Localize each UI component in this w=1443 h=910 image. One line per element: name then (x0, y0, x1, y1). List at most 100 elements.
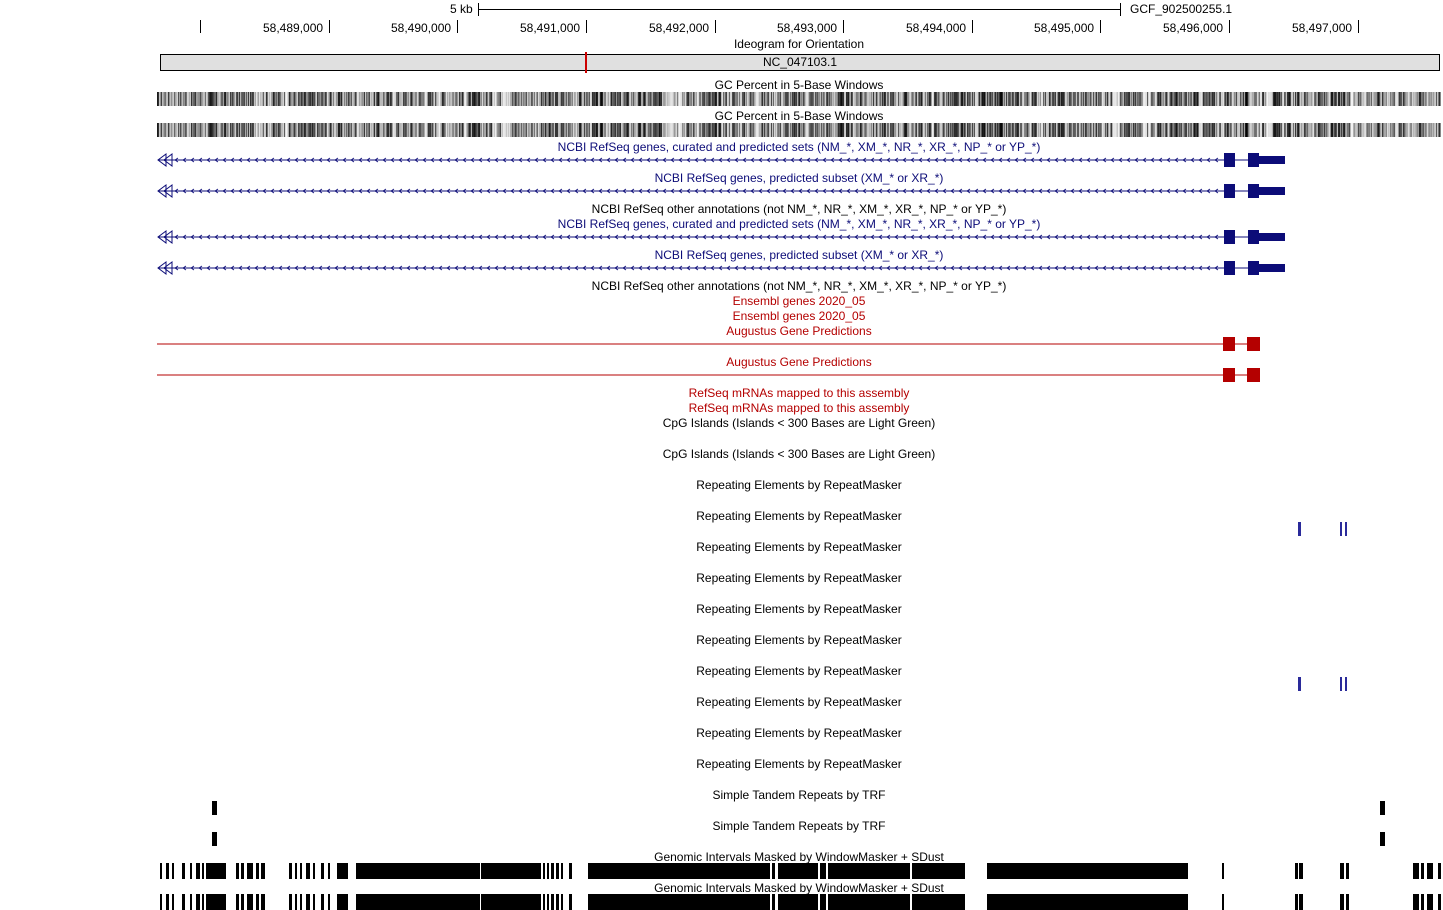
strand-chevron[interactable] (654, 157, 659, 163)
strand-chevron[interactable] (1006, 157, 1011, 163)
strand-chevron[interactable] (1214, 188, 1219, 194)
strand-chevron[interactable] (430, 157, 435, 163)
strand-chevron[interactable] (870, 188, 875, 194)
strand-chevron[interactable] (446, 234, 451, 240)
strand-chevron[interactable] (454, 234, 459, 240)
strand-chevron[interactable] (190, 265, 195, 271)
strand-chevron[interactable] (878, 188, 883, 194)
strand-chevron[interactable] (382, 265, 387, 271)
masked-interval[interactable] (241, 894, 244, 910)
strand-chevron[interactable] (198, 157, 203, 163)
masked-interval[interactable] (569, 894, 572, 910)
strand-chevron[interactable] (1038, 188, 1043, 194)
masked-interval[interactable] (556, 863, 559, 879)
strand-chevron[interactable] (278, 188, 283, 194)
masked-interval[interactable] (1295, 894, 1298, 910)
masked-interval[interactable] (1413, 894, 1419, 910)
strand-chevron[interactable] (670, 265, 675, 271)
strand-chevron[interactable] (222, 188, 227, 194)
strand-chevron[interactable] (254, 265, 259, 271)
strand-chevron[interactable] (182, 188, 187, 194)
strand-chevron[interactable] (1134, 157, 1139, 163)
strand-chevron[interactable] (790, 265, 795, 271)
strand-chevron[interactable] (926, 157, 931, 163)
strand-chevron[interactable] (270, 265, 275, 271)
strand-chevron[interactable] (486, 234, 491, 240)
strand-chevron[interactable] (214, 157, 219, 163)
strand-chevron[interactable] (862, 265, 867, 271)
masked-interval[interactable] (300, 894, 302, 910)
gene-end-arrow[interactable] (163, 230, 173, 244)
track-label-windowmasker[interactable]: Genomic Intervals Masked by WindowMasker… (654, 850, 944, 864)
prediction-exon[interactable] (1247, 368, 1260, 382)
masked-interval[interactable] (206, 894, 226, 910)
strand-chevron[interactable] (670, 157, 675, 163)
gene-end-arrow[interactable] (163, 153, 173, 167)
strand-chevron[interactable] (1158, 157, 1163, 163)
strand-chevron[interactable] (902, 265, 907, 271)
masked-interval[interactable] (261, 863, 265, 879)
strand-chevron[interactable] (1134, 265, 1139, 271)
strand-chevron[interactable] (998, 265, 1003, 271)
strand-chevron[interactable] (1022, 188, 1027, 194)
strand-chevron[interactable] (742, 188, 747, 194)
strand-chevron[interactable] (598, 157, 603, 163)
strand-chevron[interactable] (886, 188, 891, 194)
strand-chevron[interactable] (942, 157, 947, 163)
strand-chevron[interactable] (1174, 188, 1179, 194)
track-label-gc-percent[interactable]: GC Percent in 5-Base Windows (714, 109, 884, 123)
masked-interval[interactable] (539, 894, 541, 910)
masked-interval[interactable] (295, 863, 297, 879)
strand-chevron[interactable] (798, 265, 803, 271)
strand-chevron[interactable] (638, 157, 643, 163)
strand-chevron[interactable] (398, 188, 403, 194)
strand-chevron[interactable] (342, 157, 347, 163)
masked-interval[interactable] (547, 894, 549, 910)
masked-interval[interactable] (561, 863, 563, 879)
strand-chevron[interactable] (582, 188, 587, 194)
strand-chevron[interactable] (614, 265, 619, 271)
strand-chevron[interactable] (622, 265, 627, 271)
masked-interval[interactable] (588, 863, 770, 879)
strand-chevron[interactable] (838, 265, 843, 271)
strand-chevron[interactable] (1046, 234, 1051, 240)
strand-chevron[interactable] (1206, 157, 1211, 163)
strand-chevron[interactable] (998, 234, 1003, 240)
strand-chevron[interactable] (526, 265, 531, 271)
track-label-ncbi-refseq-predicted[interactable]: NCBI RefSeq genes, predicted subset (XM_… (654, 171, 944, 185)
gc-percent-density[interactable] (157, 123, 1441, 137)
strand-chevron[interactable] (478, 188, 483, 194)
strand-chevron[interactable] (942, 188, 947, 194)
strand-chevron[interactable] (438, 157, 443, 163)
strand-chevron[interactable] (590, 234, 595, 240)
strand-chevron[interactable] (510, 265, 515, 271)
masked-interval[interactable] (313, 894, 315, 910)
strand-chevron[interactable] (662, 157, 667, 163)
masked-interval[interactable] (247, 863, 253, 879)
masked-interval[interactable] (481, 894, 539, 910)
strand-chevron[interactable] (598, 265, 603, 271)
strand-chevron[interactable] (718, 188, 723, 194)
strand-chevron[interactable] (806, 188, 811, 194)
gene-end-arrow[interactable] (157, 153, 167, 167)
strand-chevron[interactable] (806, 265, 811, 271)
strand-chevron[interactable] (382, 157, 387, 163)
strand-chevron[interactable] (502, 157, 507, 163)
masked-interval[interactable] (182, 863, 185, 879)
strand-chevron[interactable] (702, 234, 707, 240)
strand-chevron[interactable] (782, 188, 787, 194)
strand-chevron[interactable] (1030, 265, 1035, 271)
strand-chevron[interactable] (270, 234, 275, 240)
strand-chevron[interactable] (510, 188, 515, 194)
strand-chevron[interactable] (238, 265, 243, 271)
strand-chevron[interactable] (926, 234, 931, 240)
strand-chevron[interactable] (198, 234, 203, 240)
strand-chevron[interactable] (1070, 157, 1075, 163)
strand-chevron[interactable] (574, 188, 579, 194)
gene-utr[interactable] (1259, 156, 1285, 164)
strand-chevron[interactable] (822, 157, 827, 163)
masked-interval[interactable] (306, 863, 310, 879)
strand-chevron[interactable] (438, 265, 443, 271)
strand-chevron[interactable] (462, 188, 467, 194)
strand-chevron[interactable] (182, 234, 187, 240)
